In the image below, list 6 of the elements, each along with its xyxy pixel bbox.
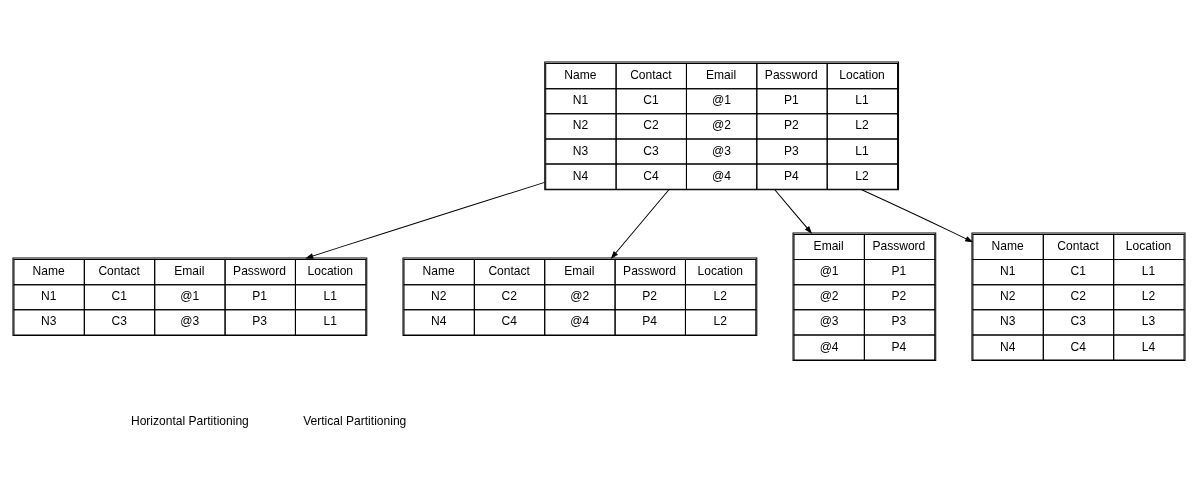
arrow [861, 189, 974, 243]
arrow [305, 181, 546, 259]
label: Horizontal Partitioning [130, 414, 249, 428]
label: Vertical Partitioning [303, 414, 407, 428]
arrow [774, 189, 813, 234]
arrow [610, 189, 670, 259]
